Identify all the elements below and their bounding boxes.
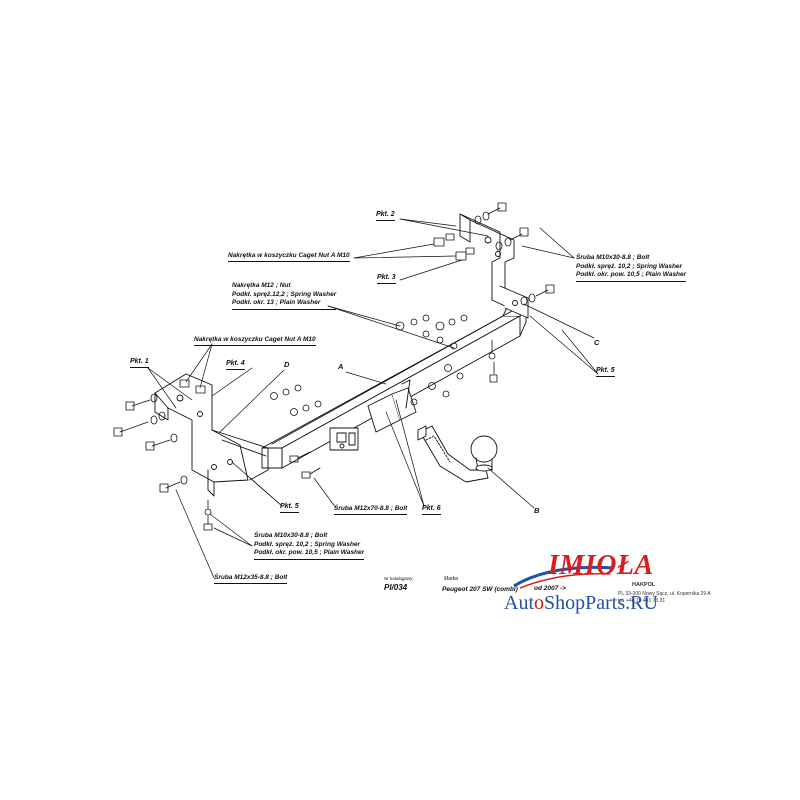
label-pkt-4: Pkt. 4: [226, 360, 245, 370]
label-letter-a: A: [338, 362, 344, 371]
label-cage-nut-left: Nakrętka w koszyczku Caget Nut A M10: [194, 336, 316, 346]
label-bolt-bottom-line-1: Śruba M10x30-8.8 ; Bolt: [254, 532, 328, 539]
label-bolt-m12x70: Śruba M12x70-8.8 ; Bolt: [334, 505, 408, 515]
vehicle-year: od 2007 ->: [534, 585, 566, 592]
label-nut-m12-line-1: Nakrętka M12 ; Nut: [232, 282, 291, 289]
label-nut-m12-line-2: Podkł. spręż.12,2 ; Spring Washer: [232, 290, 337, 298]
label-bolt-right: Śruba M10x30-8.8 ; Bolt Podkł. spręż. 10…: [576, 254, 687, 282]
left-bracket: [154, 373, 269, 497]
vehicle-model: Peugeot 207 SW (combi): [442, 586, 518, 593]
fastener-stacks: [113, 202, 555, 531]
tow-ball-hook: [417, 425, 498, 483]
brand-sub: HAKPOL: [632, 582, 656, 588]
label-letter-c: C: [594, 338, 600, 347]
label-bolt-bottom: Śruba M10x30-8.8 ; Bolt Podkł. spręż. 10…: [254, 532, 365, 560]
label-pkt-1: Pkt. 1: [130, 358, 149, 368]
label-bolt-bottom-line-3: Podkł. okr. pow. 10,5 ; Plain Washer: [254, 549, 365, 560]
watermark-before: Aut: [504, 592, 534, 614]
catalog-caption: Nr katalogowy: [384, 576, 413, 581]
label-nut-m12-line-3: Podkł. okr. 13 ; Plain Washer: [232, 299, 337, 310]
label-pkt-3: Pkt. 3: [377, 274, 396, 284]
label-nut-m12: Nakrętka M12 ; Nut Podkł. spręż.12,2 ; S…: [232, 282, 337, 310]
label-letter-b: B: [534, 506, 540, 515]
label-letter-d: D: [284, 360, 290, 369]
label-bolt-bottom-line-2: Podkł. spręż. 10,2 ; Spring Washer: [254, 540, 361, 548]
label-bolt-m12x35: Śruba M12x35-8.8 ; Bolt: [214, 574, 288, 584]
label-pkt-5-left: Pkt. 5: [280, 503, 299, 513]
label-bolt-right-line-2: Podkł. spręż. 10,2 ; Spring Washer: [576, 262, 683, 270]
label-cage-nut-top: Nakrętka w koszyczku Caget Nut A M10: [228, 252, 350, 262]
catalog-number: PI/034: [384, 583, 408, 592]
watermark: AutoShopParts.RU: [504, 592, 658, 615]
label-pkt-6: Pkt. 6: [422, 505, 441, 515]
label-bolt-right-line-1: Śruba M10x30-8.8 ; Bolt: [576, 254, 650, 261]
brand-address-line-1: PL 33-300 Nowy Sącz, ul. Kopernika 29 A: [618, 591, 711, 597]
label-pkt-2: Pkt. 2: [376, 211, 395, 221]
label-bolt-right-line-3: Podkł. okr. pow. 10,5 ; Plain Washer: [576, 271, 687, 282]
label-pkt-5-right: Pkt. 5: [596, 367, 615, 377]
make-caption: Marka: [444, 576, 458, 582]
leader-lines: [147, 218, 599, 579]
brand-logo: IMIOŁA: [548, 550, 654, 581]
right-bracket: [459, 213, 529, 319]
watermark-o: o: [534, 592, 544, 614]
brand-address: PL 33-300 Nowy Sącz, ul. Kopernika 29 A …: [618, 591, 711, 604]
watermark-after: ShopParts.RU: [544, 592, 658, 614]
brand-swoosh: [513, 565, 615, 589]
center-plate: [329, 379, 417, 451]
brand-address-line-2: tel. +48 18 441 73 31: [618, 597, 666, 604]
